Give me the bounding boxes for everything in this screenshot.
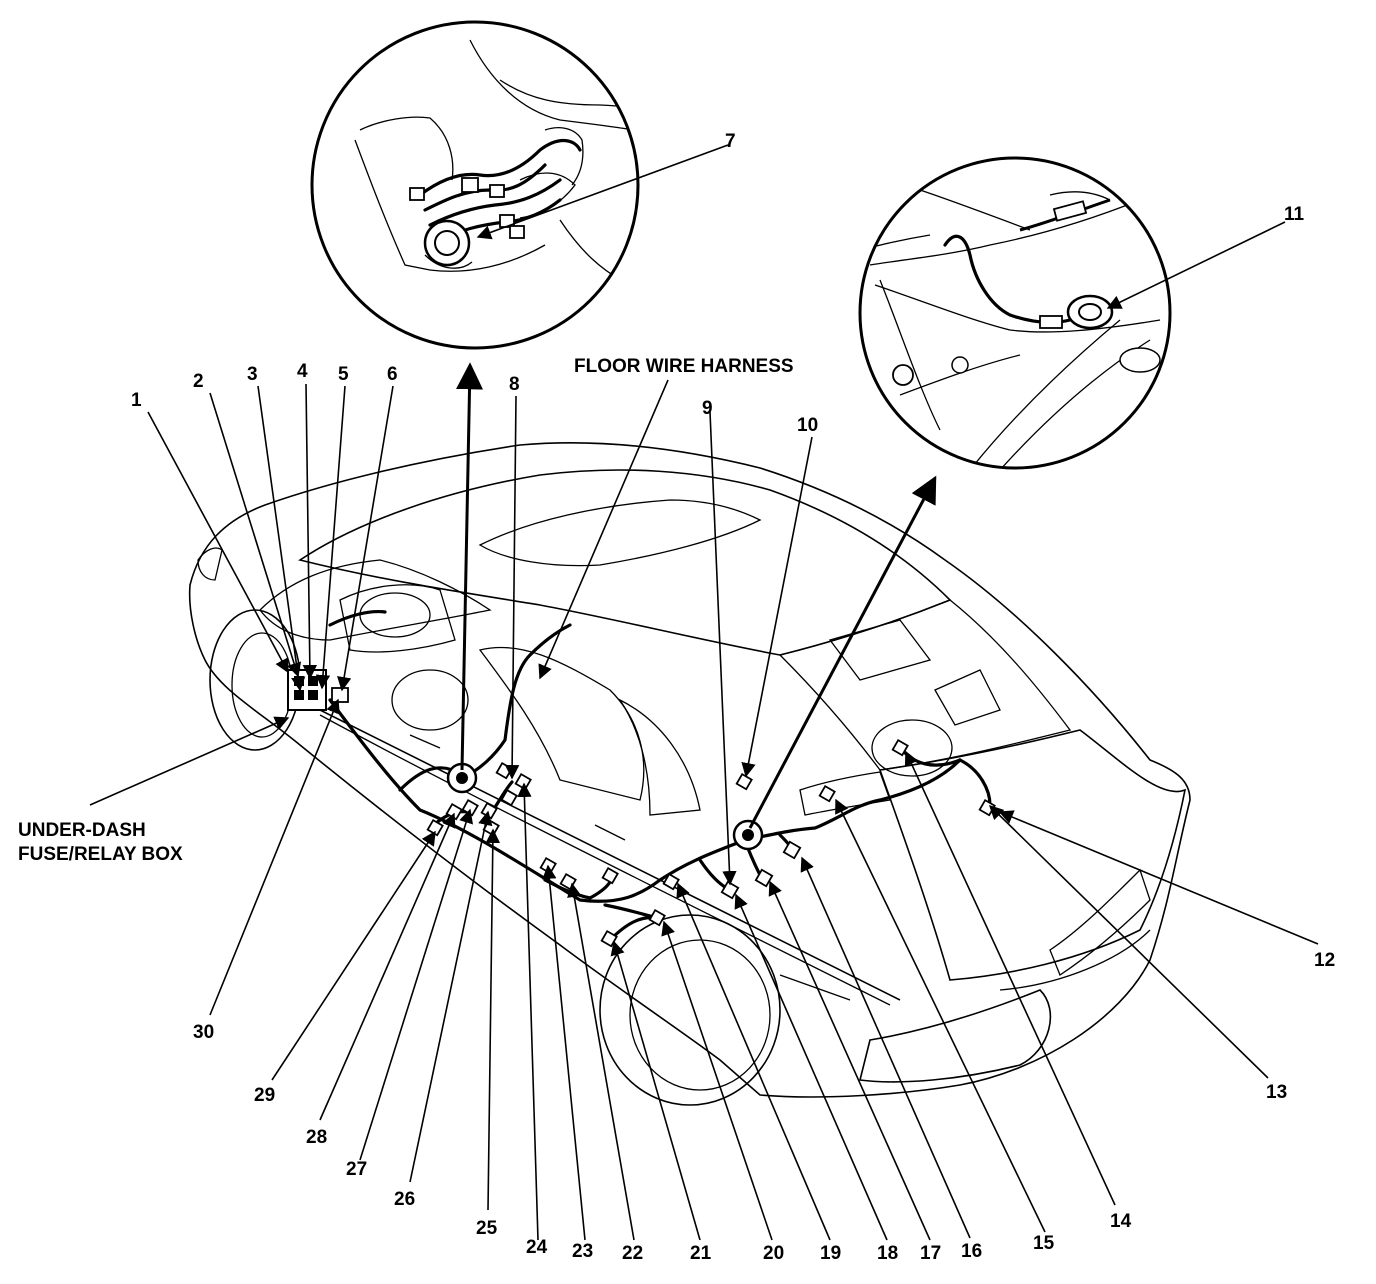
callout-21: 21 [690,1243,712,1264]
callout-11: 11 [1284,204,1305,225]
callout-15: 15 [1033,1233,1055,1254]
callout-19: 19 [820,1243,841,1264]
callout-8: 8 [509,374,520,395]
callout-1: 1 [131,390,142,411]
callout-26: 26 [394,1189,415,1210]
callout-23: 23 [572,1241,593,1262]
callout-29: 29 [254,1085,275,1106]
leader-lines [89,144,1319,1241]
detail-arrow-right [748,475,937,829]
callout-7: 7 [725,131,736,152]
callout-3: 3 [247,364,258,385]
callout-17: 17 [920,1243,941,1264]
callout-5: 5 [338,364,349,385]
callout-22: 22 [622,1243,643,1264]
callout-27: 27 [346,1159,367,1180]
callout-20: 20 [763,1243,784,1264]
under-dash-caption-line1: UNDER-DASH [18,820,146,841]
callout-4: 4 [297,361,308,382]
under-dash-caption-line2: FUSE/RELAY BOX [18,844,183,865]
callout-labels: 1 2 3 4 5 6 7 8 9 10 11 12 13 14 15 16 1… [131,131,1335,1264]
car-body [188,442,1191,1106]
wire-harness [287,609,996,948]
callout-18: 18 [877,1243,898,1264]
callout-9: 9 [702,398,713,419]
callout-24: 24 [526,1237,548,1258]
callout-6: 6 [387,364,398,385]
callout-2: 2 [193,371,204,392]
callout-25: 25 [476,1218,498,1239]
detail-view-ground-11 [858,156,1172,470]
callout-10: 10 [797,415,818,436]
detail-view-ground-7 [310,20,640,350]
callout-13: 13 [1266,1082,1287,1103]
callout-12: 12 [1314,950,1335,971]
callout-14: 14 [1110,1211,1132,1232]
detail-arrow-left [456,362,484,771]
callout-16: 16 [961,1241,982,1262]
callout-28: 28 [306,1127,327,1148]
callout-30: 30 [193,1022,214,1043]
floor-wire-harness-caption: FLOOR WIRE HARNESS [574,356,794,377]
